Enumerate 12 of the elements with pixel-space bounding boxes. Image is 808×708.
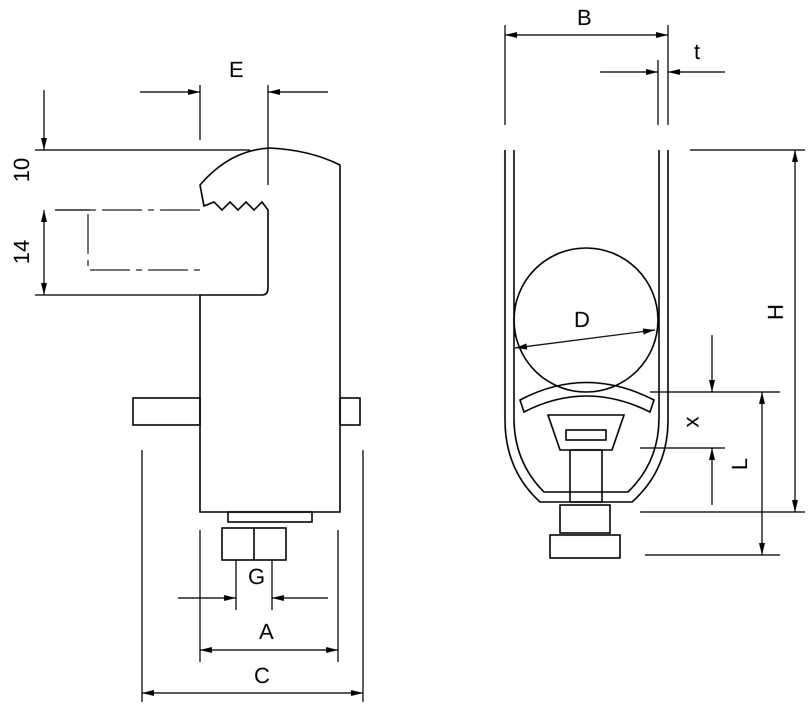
dimension-label: G [248,565,266,589]
dimension-label: C [254,664,270,688]
dimension-label: t [694,40,700,64]
dimension-label: A [259,620,274,644]
dimension-label: D [574,308,590,332]
dimension-label: x [680,416,704,428]
dimension-label: E [229,58,244,82]
dimension-label: 10 [10,158,34,182]
dimension-label: L [728,458,752,470]
dimension-label: H [764,304,788,320]
dimension-label: 14 [10,240,34,264]
dimension-label: B [577,6,592,30]
